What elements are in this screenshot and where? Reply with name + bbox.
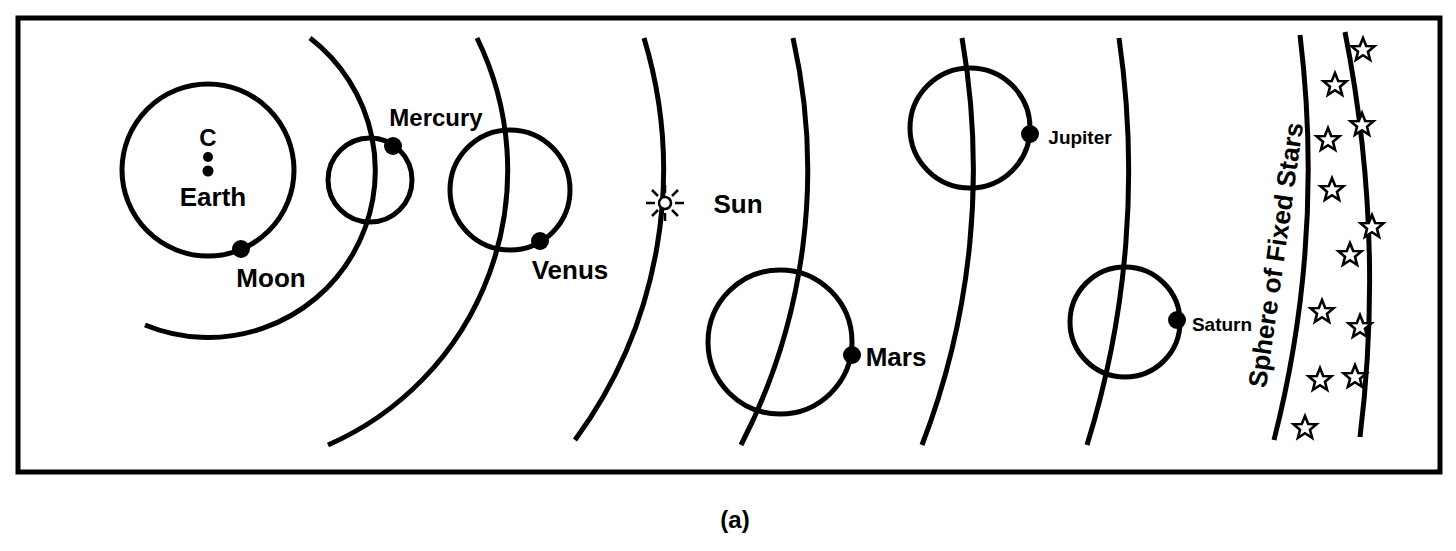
body-label: Jupiter	[1046, 127, 1113, 148]
saturn-epicycle	[1070, 267, 1180, 377]
venus-dot	[531, 232, 549, 250]
sun-orbit	[575, 38, 664, 440]
earth-dot	[203, 166, 214, 177]
figure-label: (a)	[718, 507, 751, 533]
mars-deferent	[741, 38, 808, 445]
fixed-stars	[1294, 38, 1384, 438]
center-label: C	[197, 125, 218, 151]
saturn-dot	[1168, 311, 1186, 329]
mars-dot	[843, 346, 861, 364]
saturn-deferent	[1087, 38, 1129, 445]
mercury-epicycle	[328, 138, 412, 222]
mercury-deferent	[145, 38, 375, 337]
center-dot	[203, 152, 213, 162]
sun-symbol	[646, 185, 684, 221]
mars-epicycle	[708, 270, 852, 414]
moon-orbit	[122, 84, 294, 256]
sphere-label: Sphere of Fixed Stars	[1243, 119, 1308, 392]
body-label: Sun	[711, 190, 764, 218]
moon-dot	[232, 240, 250, 258]
body-label: Earth	[178, 183, 248, 211]
body-label: Venus	[530, 256, 611, 284]
jupiter-dot	[1021, 125, 1039, 143]
venus-epicycle	[450, 130, 570, 250]
body-label: Mars	[864, 343, 929, 371]
body-label: Mercury	[387, 105, 484, 131]
body-label: Moon	[234, 264, 307, 292]
mercury-dot	[384, 137, 402, 155]
body-label: Saturn	[1190, 314, 1254, 335]
frame	[18, 18, 1440, 472]
jupiter-epicycle	[910, 68, 1030, 188]
jupiter-deferent	[922, 38, 973, 445]
